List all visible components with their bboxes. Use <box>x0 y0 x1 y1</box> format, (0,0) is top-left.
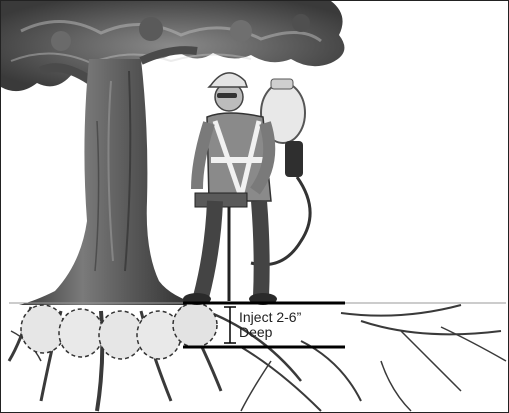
depth-label: Inject 2-6” Deep <box>239 310 301 340</box>
injection-zone <box>59 309 103 357</box>
tree-canopy <box>1 1 344 91</box>
injection-zones <box>21 303 217 359</box>
depth-label-line2: Deep <box>239 325 301 340</box>
worker-figure <box>183 73 310 305</box>
hard-hat-icon <box>209 73 247 87</box>
injection-zone <box>173 303 217 347</box>
injection-zone <box>21 305 65 353</box>
depth-label-line1: Inject 2-6” <box>239 310 301 325</box>
